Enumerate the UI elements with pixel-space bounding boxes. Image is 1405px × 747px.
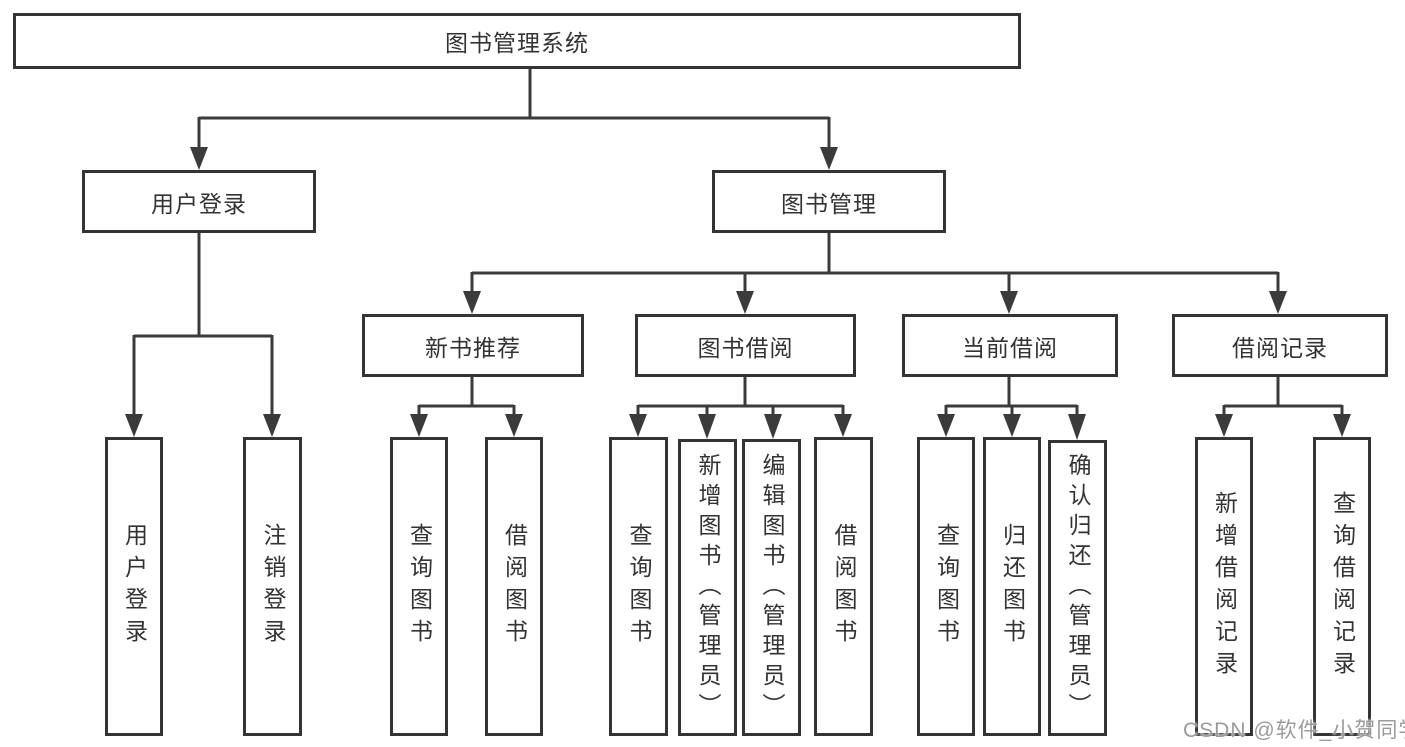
arrowhead [125, 414, 143, 437]
leaf-borrow-books-recommend: 借阅图书 [485, 437, 543, 736]
node-label: 查询图书 [933, 522, 960, 651]
node-label: 用户登录 [151, 190, 247, 217]
arrowhead [1269, 291, 1287, 314]
node-label: 新增借阅记录 [1211, 490, 1238, 683]
leaf-return-book: 归还图书 [983, 437, 1041, 736]
wire-newbook-rail [417, 377, 516, 417]
node-label: 图书借阅 [697, 334, 794, 361]
node-label: 查询图书 [626, 522, 652, 651]
node-new-book-recommendation: 新书推荐 [362, 314, 584, 377]
leaf-add-borrow-record: 新增借阅记录 [1195, 437, 1253, 736]
arrowhead [410, 414, 428, 437]
node-label: 用户登录 [121, 522, 148, 651]
wire-current-rail [944, 377, 1079, 417]
node-label: 图书管理 [781, 190, 877, 217]
wire-userlogin-rail [132, 233, 274, 417]
leaf-edit-book-admin: 编辑图书（管理员） [742, 439, 801, 736]
arrowhead [1068, 414, 1086, 440]
node-user-login: 用户登录 [82, 170, 316, 233]
node-label: 归还图书 [999, 522, 1026, 651]
node-label: 确认归还（管理员） [1065, 453, 1091, 723]
node-label: 编辑图书（管理员） [759, 452, 785, 723]
node-label: 借阅图书 [831, 522, 857, 651]
arrowhead [1000, 291, 1018, 314]
arrowhead [505, 414, 523, 437]
arrowhead [263, 414, 281, 437]
node-label: 图书管理系统 [445, 30, 589, 56]
arrowhead [834, 414, 852, 437]
node-label: 查询图书 [406, 522, 433, 651]
arrowhead [1003, 414, 1021, 437]
wire-borrow-rail [636, 377, 845, 417]
node-current-borrowing: 当前借阅 [902, 314, 1118, 377]
node-book-borrowing: 图书借阅 [635, 314, 856, 377]
leaf-query-books-borrow: 查询图书 [609, 437, 668, 736]
leaf-user-login: 用户登录 [105, 437, 163, 736]
arrowhead [1333, 414, 1351, 437]
arrowhead [463, 291, 481, 314]
csdn-watermark: CSDN @软件_小贺同学 [1183, 719, 1405, 742]
arrowhead [698, 414, 716, 439]
node-label: 借阅记录 [1232, 334, 1328, 361]
arrowhead [820, 147, 838, 170]
leaf-borrow-books: 借阅图书 [814, 437, 873, 736]
node-label: 借阅图书 [501, 522, 528, 651]
leaf-logout: 注销登录 [243, 437, 302, 736]
node-library-management-system: 图书管理系统 [13, 13, 1021, 69]
node-book-management: 图书管理 [712, 170, 946, 233]
leaf-query-books-recommend: 查询图书 [390, 437, 448, 736]
node-label: 新书推荐 [425, 334, 521, 361]
leaf-confirm-return-admin: 确认归还（管理员） [1048, 440, 1107, 736]
leaf-add-book-admin: 新增图书（管理员） [678, 439, 737, 736]
arrowhead [629, 414, 647, 437]
wire-root-rail [197, 69, 831, 150]
node-borrowing-records: 借阅记录 [1172, 314, 1388, 377]
arrowhead [764, 414, 782, 439]
leaf-query-borrow-record: 查询借阅记录 [1313, 437, 1371, 736]
wire-records-rail [1222, 377, 1344, 417]
node-label: 当前借阅 [962, 334, 1058, 361]
leaf-query-books-current: 查询图书 [917, 437, 975, 736]
arrowhead [736, 291, 754, 314]
arrowhead [190, 147, 208, 170]
arrowhead [937, 414, 955, 437]
node-label: 查询借阅记录 [1329, 490, 1356, 683]
arrowhead [1215, 414, 1233, 437]
node-label: 新增图书（管理员） [695, 452, 721, 723]
wire-bookmgmt-rail [470, 233, 1280, 294]
node-label: 注销登录 [260, 522, 286, 651]
